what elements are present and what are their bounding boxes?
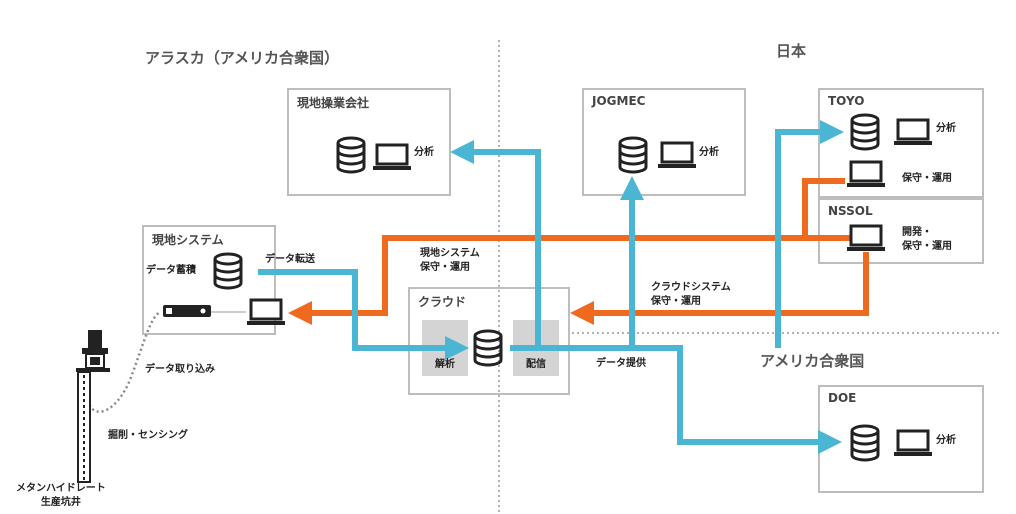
database-icon bbox=[618, 136, 648, 174]
laptop-icon bbox=[658, 141, 696, 168]
jogmec-analysis-label: 分析 bbox=[699, 147, 719, 158]
sensor-device-icon bbox=[163, 305, 211, 317]
jogmec-title: JOGMEC bbox=[592, 94, 646, 108]
orange-flow-toyo-link bbox=[802, 178, 845, 238]
laptop-icon bbox=[894, 118, 932, 145]
data-transfer-label: データ転送 bbox=[265, 254, 315, 265]
laptop-icon bbox=[247, 298, 285, 325]
local-operator-box: 現地操業会社 bbox=[287, 88, 451, 196]
doe-box: DOE bbox=[818, 385, 984, 493]
laptop-icon bbox=[847, 160, 885, 187]
toyo-maint-label: 保守・運用 bbox=[902, 173, 952, 184]
blue-flow-data-transfer bbox=[258, 269, 469, 360]
toyo-box: TOYO bbox=[818, 88, 984, 198]
laptop-icon bbox=[373, 143, 411, 170]
nssol-title: NSSOL bbox=[828, 204, 873, 218]
orange-flow-cloud-maint bbox=[570, 252, 869, 325]
region-japan: 日本 bbox=[776, 42, 807, 60]
well-label: メタンハイドレート 生産坑井 bbox=[16, 483, 106, 508]
database-icon bbox=[850, 113, 880, 151]
data-provide-label: データ提供 bbox=[596, 358, 646, 369]
local-system-title: 現地システム bbox=[152, 233, 224, 247]
cloud-title: クラウド bbox=[418, 295, 467, 309]
nssol-box: NSSOL bbox=[818, 198, 984, 264]
database-icon bbox=[473, 329, 503, 367]
database-icon bbox=[213, 252, 243, 290]
region-usa: アメリカ合衆国 bbox=[760, 352, 865, 370]
database-icon bbox=[850, 424, 880, 462]
nssol-role-label: 開発・ 保守・運用 bbox=[902, 227, 952, 252]
blue-flow-to-operator bbox=[450, 140, 541, 348]
toyo-analysis-label: 分析 bbox=[936, 123, 956, 134]
local-operator-title: 現地操業会社 bbox=[297, 96, 370, 110]
toyo-title: TOYO bbox=[828, 94, 865, 108]
cloud-distribution-label: 配信 bbox=[526, 359, 546, 370]
drilling-label: 掘削・センシング bbox=[108, 430, 188, 441]
local-maint-label: 現地システム 保守・運用 bbox=[420, 248, 480, 273]
data-ingest-label: データ取り込み bbox=[145, 364, 215, 375]
cloud-analysis-label: 解析 bbox=[435, 359, 455, 370]
cloud-maint-label: クラウドシステム 保守・運用 bbox=[651, 282, 731, 307]
well-icon bbox=[76, 330, 110, 483]
orange-flow-local-maint bbox=[288, 235, 850, 325]
laptop-icon bbox=[894, 429, 932, 456]
database-icon bbox=[336, 136, 366, 174]
data-storage-label: データ蓄積 bbox=[146, 265, 196, 276]
laptop-icon bbox=[847, 224, 885, 251]
doe-analysis-label: 分析 bbox=[936, 435, 956, 446]
doe-title: DOE bbox=[828, 391, 857, 405]
local-operator-analysis-label: 分析 bbox=[414, 147, 434, 158]
blue-flow-to-toyo bbox=[775, 120, 844, 348]
region-alaska: アラスカ（アメリカ合衆国） bbox=[145, 49, 339, 67]
blue-flow-main bbox=[510, 345, 842, 454]
